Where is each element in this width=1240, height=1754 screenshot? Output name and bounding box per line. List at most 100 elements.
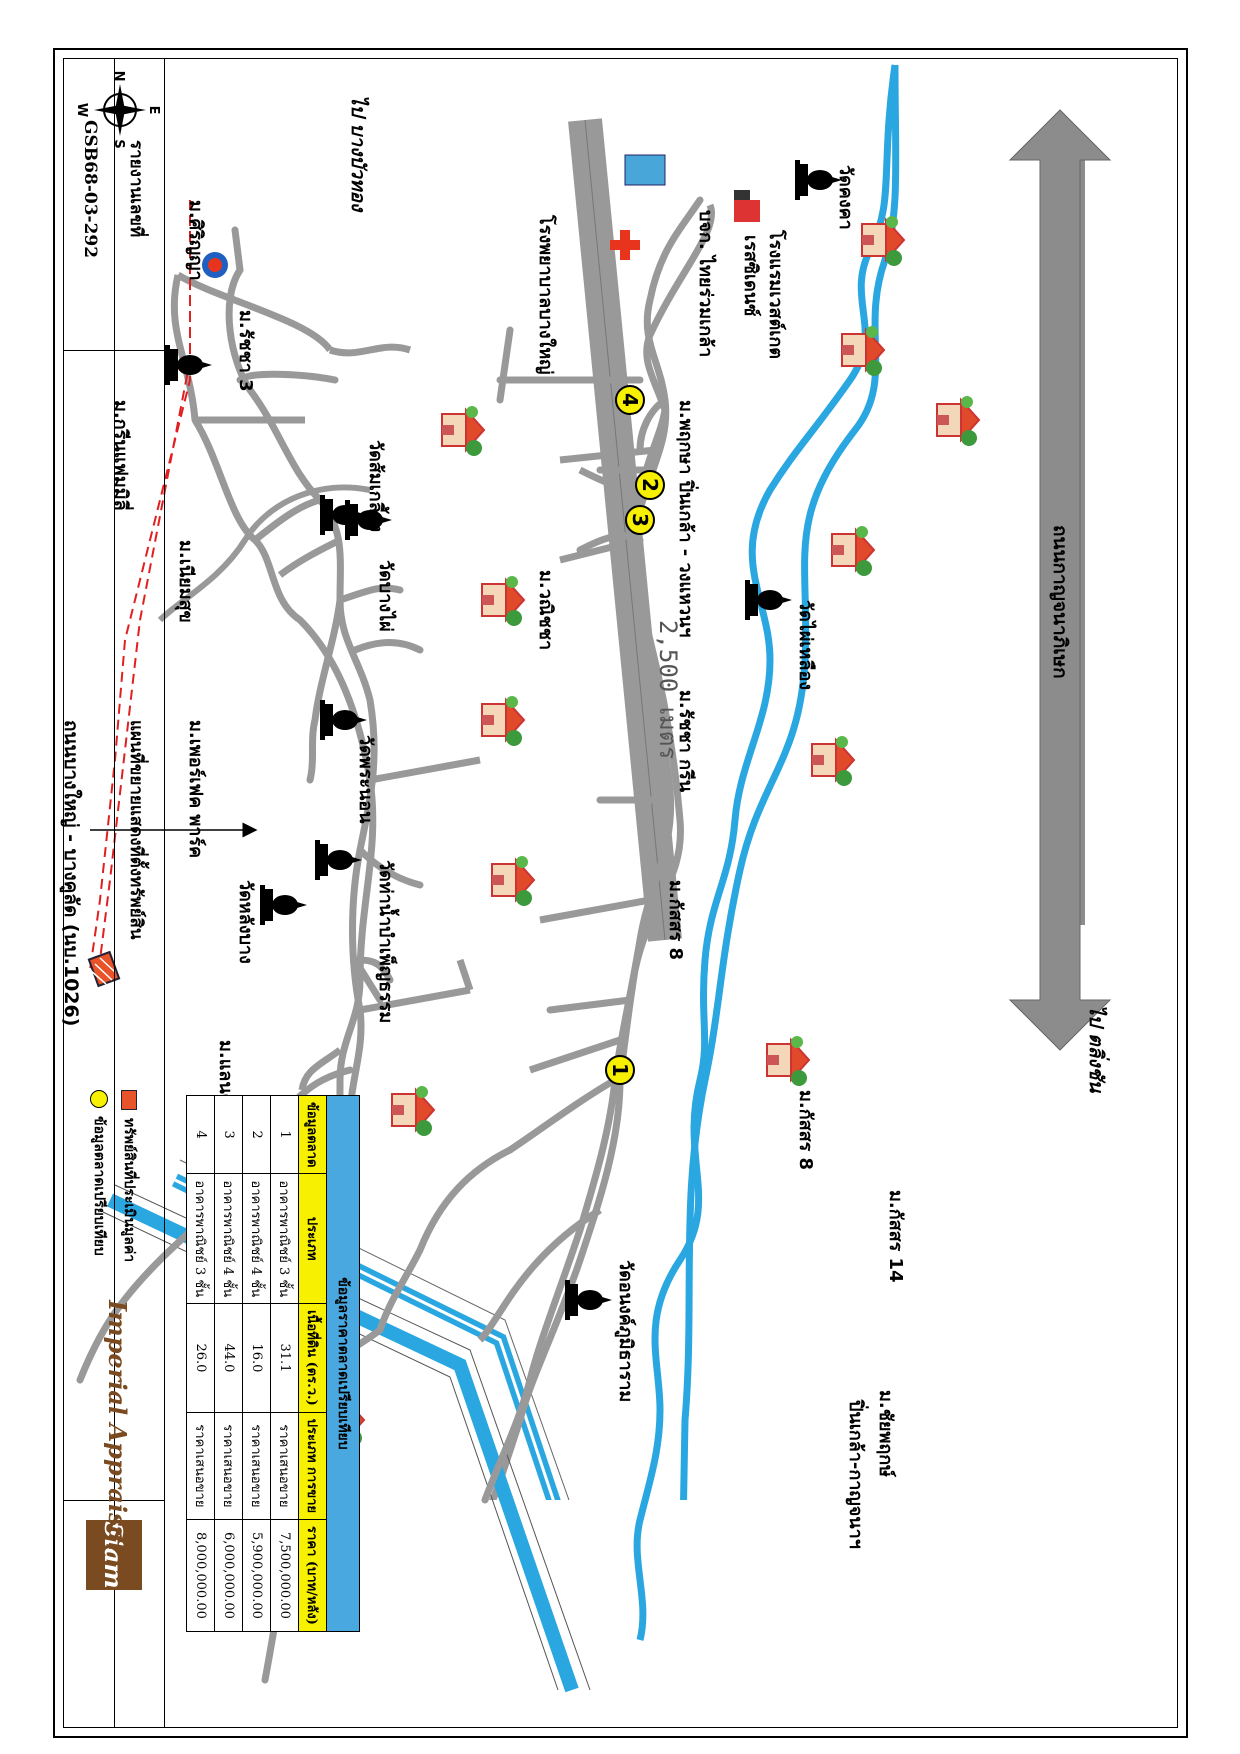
report-number: GSB68-03-292 <box>80 120 100 259</box>
legend-subject-label: ทรัพย์สินที่ประเมินมูลค่า <box>121 1118 137 1263</box>
table-cell: 26.0 <box>186 1303 215 1413</box>
place-label: วัดหลังบาง <box>235 880 256 964</box>
village-icon <box>481 576 526 626</box>
compass-w: W <box>74 103 89 117</box>
highway-to-talingchan: ไป ตลิ่งชัน <box>1085 1005 1110 1093</box>
table-cell: อาคารพาณิชย์ 4 ชั้น <box>242 1173 271 1304</box>
village-icon <box>766 1036 811 1086</box>
table-header: เนื้อที่ดิน (ตร.ว.) <box>298 1303 327 1413</box>
place-label: วัดบางไผ่ <box>375 560 397 632</box>
comparable-marker: 4 <box>615 385 645 415</box>
comparable-legend-icon <box>90 1090 108 1108</box>
legend-comparable-label: ข้อมูลตลาดเปรียบเทียบ <box>91 1116 107 1256</box>
temple-icon <box>260 885 307 925</box>
table-cell: 4 <box>186 1095 215 1174</box>
table-cell: 8,000,000.00 <box>186 1519 215 1632</box>
table-header: ข้อมูลตลาด <box>298 1095 327 1174</box>
table-row: 3 อาคารพาณิชย์ 4 ชั้น 44.0 ราคาเสนอขาย 6… <box>214 1095 243 1632</box>
table-header: ราคา (บาท/หลัง) <box>298 1519 327 1632</box>
distance-dashed-line <box>99 215 191 961</box>
table-row: 2 อาคารพาณิชย์ 4 ชั้น 16.0 ราคาเสนอขาย 5… <box>242 1095 271 1632</box>
table-cell: 5,900,000.00 <box>242 1519 271 1632</box>
place-label: โรงแรมเวสต์เกต <box>765 229 787 359</box>
temple-icon <box>315 840 362 880</box>
compass-s: S <box>111 139 126 148</box>
report-label: รายงานเลขที่ <box>126 140 146 238</box>
comparable-marker: 2 <box>635 470 665 500</box>
place-label: ม.ศิริญญา <box>185 200 206 281</box>
factory-icon <box>734 190 760 222</box>
table-row: 1 อาคารพาณิชย์ 3 ชั้น 31.1 ราคาเสนอขาย 7… <box>270 1095 299 1632</box>
highway-double-arrow <box>1008 109 1112 1051</box>
place-label: วัดอนงค์ภูมิธาราม <box>614 1260 637 1402</box>
gas-station-icon <box>202 252 228 278</box>
table-header: ประเภท การขาย <box>298 1412 327 1520</box>
table-cell: อาคารพาณิชย์ 3 ชั้น <box>270 1173 299 1304</box>
place-label: วัดพระนอน <box>355 735 376 824</box>
temple-icon <box>795 160 842 200</box>
village-icon <box>811 736 856 786</box>
compass-n: N <box>111 71 126 82</box>
compass-rose: E W N S <box>74 71 161 149</box>
place-label: วัดคงคา <box>835 165 856 230</box>
subject-legend-icon <box>121 1090 137 1110</box>
table-cell: 6,000,000.00 <box>214 1519 243 1632</box>
place-label: ม.รัชชา 3 <box>235 310 256 392</box>
village-icon <box>936 396 981 446</box>
table-cell: ราคาเสนอขาย <box>242 1412 271 1520</box>
table-cell: 7,500,000.00 <box>270 1519 299 1632</box>
temple-icon <box>320 700 367 740</box>
compass-e: E <box>146 106 161 115</box>
village-icon <box>481 696 526 746</box>
temple-icon <box>165 345 212 385</box>
distance-label: 2,500 เมตร <box>654 620 682 759</box>
hotel-icon <box>624 154 666 186</box>
place-label: บจก. ไทยร่วมเกล้า <box>695 210 717 357</box>
place-label: ม.เนียมสุข <box>174 540 196 623</box>
comparable-marker-number: 2 <box>638 478 662 492</box>
table-cell: 16.0 <box>242 1303 271 1413</box>
table-cell: ราคาเสนอขาย <box>270 1412 299 1520</box>
table-cell: 3 <box>214 1095 243 1174</box>
brand-name: Imperial Appraisal <box>103 1300 132 1552</box>
village-icon <box>391 1086 436 1136</box>
table-cell: 31.1 <box>270 1303 299 1413</box>
map-title: แผนที่ขยายแสดงที่ตั้งทรัพย์สิน <box>126 720 146 940</box>
road-1026-label: ถนนบางใหญ่ - บางคูลัด (นบ.1026) <box>59 720 83 1026</box>
place-label: ม.วณิชชา <box>535 570 556 650</box>
hospital-icon <box>610 230 640 260</box>
temple-icon <box>565 1280 612 1320</box>
place-label: วัดท่าน้ำบำเพ็ญธรรม <box>375 860 400 1023</box>
temple-icon <box>345 500 392 540</box>
temple-icon <box>745 580 792 620</box>
comparable-marker: 3 <box>625 505 655 535</box>
table-row: 4 อาคารพาณิชย์ 3 ชั้น 26.0 ราคาเสนอขาย 8… <box>186 1095 215 1632</box>
place-label: ม.พฤกษา ปิ่นเกล้า - วงแหวนฯ <box>675 400 699 637</box>
place-label: เรสซิเดนซ์ <box>740 235 762 316</box>
place-label: วัดส้มเกลี้ยง <box>365 440 390 532</box>
place-label: ม.กัสสร 8 <box>665 880 686 960</box>
place-label: ม.กัสสร 14 <box>885 1190 906 1283</box>
highway-to-bangbuathong: ไป บางบัวทอง <box>347 95 370 213</box>
comparable-marker-number: 4 <box>618 393 642 407</box>
table-cell: ราคาเสนอขาย <box>186 1412 215 1520</box>
comparable-marker: 1 <box>605 1055 635 1085</box>
place-label: ม.รัชชา กรีน <box>675 690 696 793</box>
table-cell: ราคาเสนอขาย <box>214 1412 243 1520</box>
village-icon <box>861 216 906 266</box>
place-label: ม.กัสสร 8 <box>795 1090 816 1170</box>
table-cell: 1 <box>270 1095 299 1174</box>
village-icon <box>441 406 486 456</box>
highway-name: ถนนกาญจนาภิเษก <box>1049 525 1071 679</box>
comparable-marker-number: 1 <box>608 1063 632 1077</box>
place-label: โรงพยาบาลบางใหญ่ <box>535 214 557 375</box>
place-label: ม.เพอร์เฟค พาร์ค <box>185 720 207 858</box>
place-label: ม.ชัยพฤกษ์ <box>875 1390 897 1477</box>
table-cell: อาคารพาณิชย์ 3 ชั้น <box>186 1173 215 1304</box>
village-icon <box>491 856 536 906</box>
table-header: ประเภท <box>298 1173 327 1304</box>
